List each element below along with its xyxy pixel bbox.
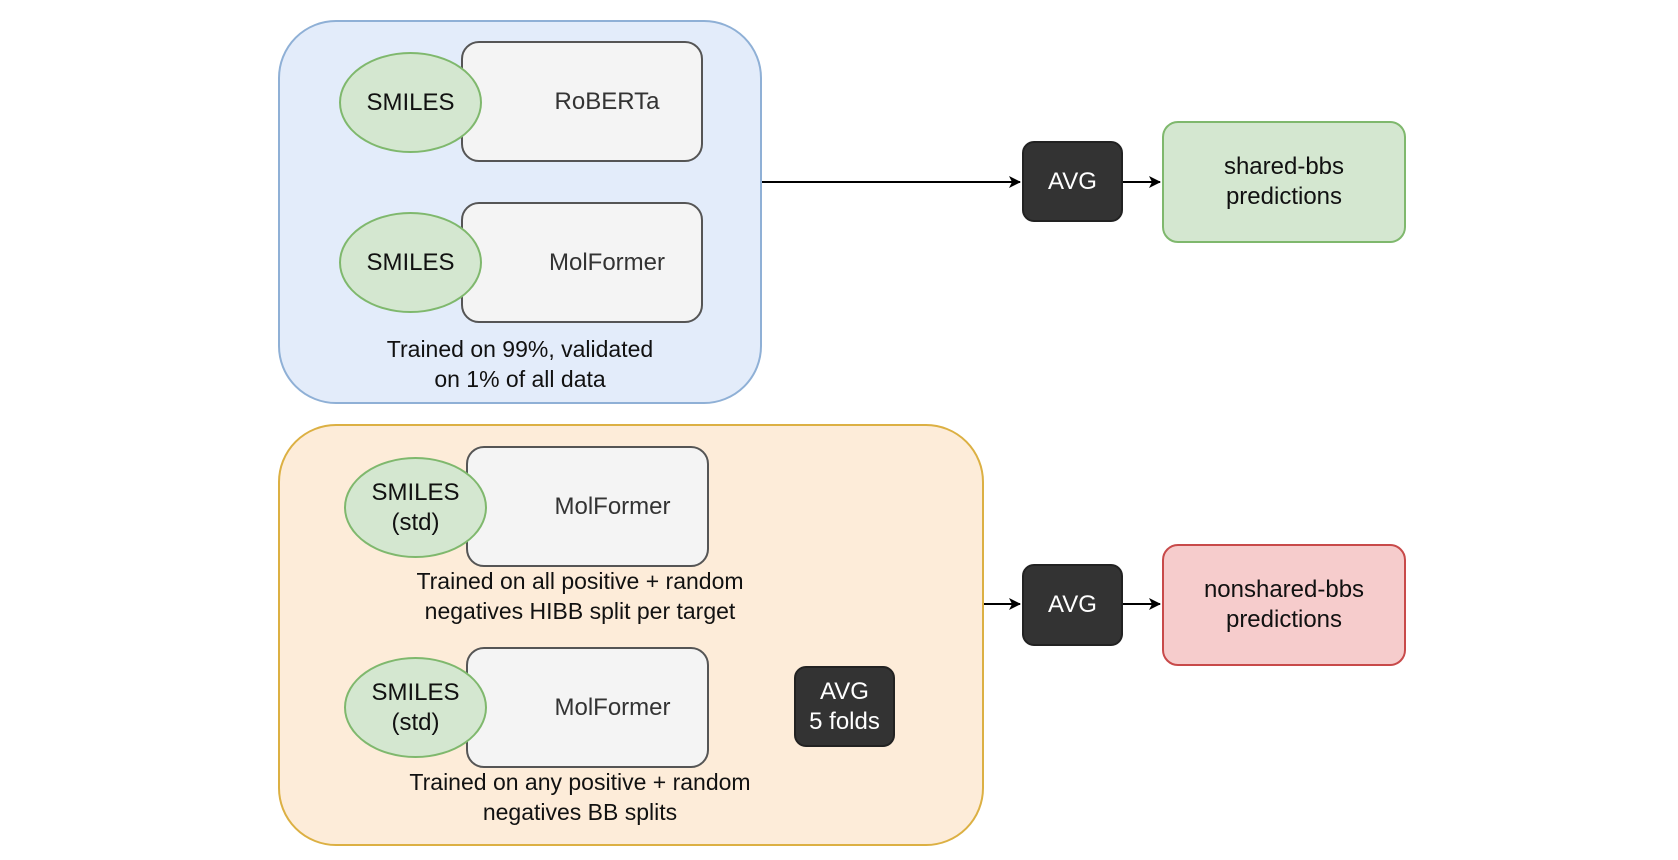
molformer-bb-model-box: MolFormer [466,647,709,768]
hibb-training-caption: Trained on all positive + random negativ… [416,568,744,624]
molformer-hibb-model-box: MolFormer [466,446,709,567]
model-label: MolFormer [548,248,665,276]
model-label: MolFormer [554,693,671,721]
shared-bbs-predictions-box: shared-bbs predictions [1162,121,1406,243]
shared-training-caption: Trained on 99%, validated on 1% of all d… [386,336,654,392]
smiles-input-ellipse: SMILES [339,52,482,153]
nonshared-bbs-predictions-box: nonshared-bbs predictions [1162,544,1406,666]
smiles-std-input-ellipse: SMILES (std) [344,657,487,758]
model-label: RoBERTa [554,87,660,115]
avg-5-folds-box: AVG 5 folds [794,666,895,747]
nonshared-avg-box: AVG [1022,564,1123,646]
molformer-model-box: MolFormer [461,202,703,323]
smiles-input-ellipse: SMILES [339,212,482,313]
shared-avg-box: AVG [1022,141,1123,222]
smiles-std-input-ellipse: SMILES (std) [344,457,487,558]
model-label: MolFormer [554,492,671,520]
bb-training-caption: Trained on any positive + random negativ… [409,769,751,825]
roberta-model-box: RoBERTa [461,41,703,162]
